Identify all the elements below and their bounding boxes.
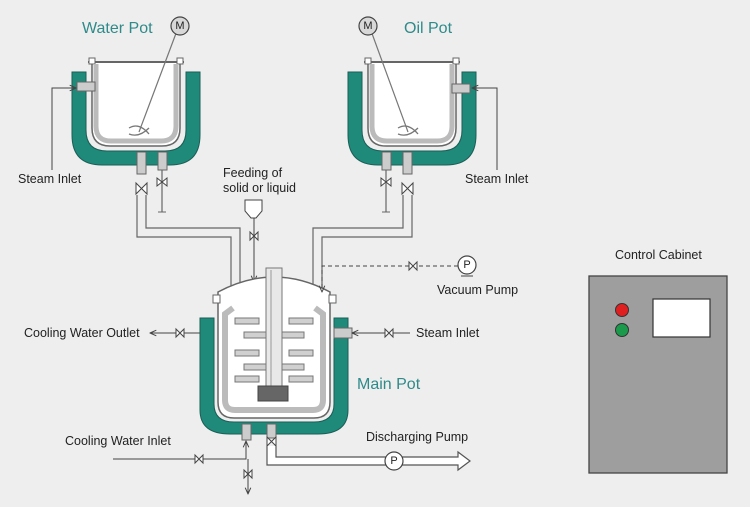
feed-hopper bbox=[244, 199, 263, 219]
vacuum-pump-symbol-label: P bbox=[463, 259, 470, 271]
discharge-line: P Discharging Pump bbox=[266, 430, 471, 472]
cooling-water-outlet-label: Cooling Water Outlet bbox=[24, 326, 140, 340]
cooling-water-inlet-stub bbox=[241, 423, 252, 441]
discharging-pump-symbol-label: P bbox=[390, 455, 397, 467]
cabinet-display bbox=[652, 298, 711, 338]
water-pot-shaft bbox=[138, 27, 179, 133]
valve-cooling-outlet[interactable] bbox=[175, 327, 185, 339]
valve-discharge[interactable] bbox=[266, 435, 277, 448]
valve-feed[interactable] bbox=[249, 230, 259, 242]
cooling-water-inlet-line: Cooling Water Inlet bbox=[65, 434, 253, 494]
vacuum-pump-label: Vacuum Pump bbox=[437, 283, 518, 297]
steam-inlet-label-left: Steam Inlet bbox=[18, 172, 82, 186]
control-cabinet-label: Control Cabinet bbox=[615, 248, 702, 262]
water-pot-impeller bbox=[128, 125, 150, 136]
pot-steam-lines bbox=[51, 88, 498, 170]
water-pot-motor bbox=[170, 16, 190, 36]
oil-pot: M Oil Pot bbox=[347, 16, 477, 175]
feeding-label-line2: solid or liquid bbox=[223, 181, 296, 195]
main-pot-jacket bbox=[199, 317, 349, 435]
main-steam-line: Steam Inlet bbox=[352, 326, 480, 340]
water-pot-jacket bbox=[71, 71, 201, 166]
valve-main-steam[interactable] bbox=[384, 327, 394, 339]
vacuum-line: P Vacuum Pump bbox=[322, 255, 518, 297]
oil-pot-jacket bbox=[347, 71, 477, 166]
valve-vacuum[interactable] bbox=[408, 260, 418, 272]
main-pot: Main Pot bbox=[199, 267, 421, 441]
oil-pot-impeller bbox=[397, 125, 419, 136]
discharge-pipe bbox=[266, 446, 471, 472]
transfer-piping bbox=[136, 170, 413, 292]
oil-pot-steam-stub bbox=[451, 83, 471, 94]
valve-oil-main[interactable] bbox=[401, 181, 414, 196]
main-pot-shaft bbox=[265, 267, 283, 387]
valve-water-main[interactable] bbox=[135, 181, 148, 196]
water-pot-vessel bbox=[91, 62, 181, 147]
steam-inlet-label-right: Steam Inlet bbox=[465, 172, 529, 186]
indicator-green-light bbox=[615, 323, 629, 337]
valve-cooling-drain[interactable] bbox=[243, 468, 253, 480]
water-pot-motor-label: M bbox=[175, 20, 184, 32]
valve-oil-drain[interactable] bbox=[380, 176, 392, 188]
water-pot: M Water Pot bbox=[71, 16, 201, 175]
discharge-stub bbox=[266, 423, 277, 439]
feeding-label-line1: Feeding of bbox=[223, 166, 283, 180]
water-pot-title: Water Pot bbox=[82, 20, 153, 37]
feeding-inlet: Feeding of solid or liquid bbox=[223, 166, 296, 282]
water-pot-steam-stub bbox=[76, 81, 96, 92]
discharging-pump-label: Discharging Pump bbox=[366, 430, 468, 444]
indicator-red-light bbox=[615, 303, 629, 317]
main-pot-bottom-paddle bbox=[257, 385, 289, 402]
valve-cooling-inlet[interactable] bbox=[194, 453, 204, 465]
main-pot-title: Main Pot bbox=[357, 376, 421, 393]
vacuum-pump-symbol bbox=[457, 255, 477, 275]
valves bbox=[135, 176, 414, 196]
main-pot-paddles bbox=[234, 317, 314, 383]
cooling-water-outlet-line: Cooling Water Outlet bbox=[24, 326, 200, 340]
oil-pot-title: Oil Pot bbox=[404, 20, 453, 37]
oil-pot-motor-label: M bbox=[363, 20, 372, 32]
oil-pot-shaft bbox=[369, 27, 409, 133]
discharging-pump-symbol bbox=[384, 451, 404, 471]
main-pot-scraper bbox=[222, 305, 326, 413]
cooling-water-inlet-label: Cooling Water Inlet bbox=[65, 434, 171, 448]
control-cabinet: Control Cabinet bbox=[588, 248, 728, 474]
oil-pot-motor bbox=[358, 16, 378, 36]
steam-inlet-label-main: Steam Inlet bbox=[416, 326, 480, 340]
main-pot-steam-stub bbox=[333, 327, 353, 339]
valve-water-drain[interactable] bbox=[156, 176, 168, 188]
